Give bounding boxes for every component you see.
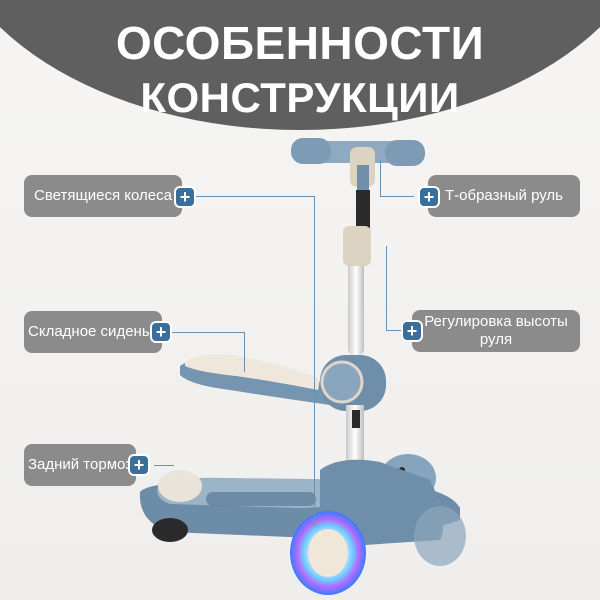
label-folding-seat-text: Складное сиденье [28, 323, 158, 340]
label-height-adjust-text: Регулировка высоты руля [424, 313, 568, 348]
label-height-adjust: Регулировка высоты руля [412, 310, 580, 352]
label-t-bar: Т-образный руль [428, 175, 580, 217]
t-bar-handle [291, 138, 425, 230]
connector-lights-v [314, 196, 315, 526]
plus-icon[interactable]: + [401, 320, 423, 342]
label-light-up-wheels-text: Светящиеся колеса [33, 187, 172, 204]
label-light-up-wheels: Светящиеся колеса [24, 175, 182, 217]
label-rear-brake-text: Задний тормоз [27, 456, 133, 473]
plus-icon[interactable]: + [174, 186, 196, 208]
label-t-bar-text: Т-образный руль [444, 187, 563, 204]
light-up-wheel [290, 511, 366, 595]
connector-brake [154, 465, 174, 466]
connector-seat-v [244, 332, 245, 372]
connector-height-v [386, 246, 387, 330]
connector-tbar-v [380, 160, 381, 196]
title-line-2: КОНСТРУКЦИИ [140, 74, 460, 121]
connector-height [386, 330, 404, 331]
title-line-1: ОСОБЕННОСТИ [115, 17, 485, 69]
foldable-seat [180, 354, 386, 411]
plus-icon[interactable]: + [128, 454, 150, 476]
rear-wheel [152, 518, 188, 542]
connector-tbar [380, 196, 414, 197]
label-rear-brake: Задний тормоз [24, 444, 136, 486]
plus-icon[interactable]: + [150, 321, 172, 343]
rear-brake [158, 470, 202, 502]
connector-lights [196, 196, 314, 197]
connector-seat [172, 332, 244, 333]
height-adjust-clamp [343, 226, 371, 266]
label-folding-seat: Складное сиденье [24, 311, 162, 353]
plus-icon[interactable]: + [418, 186, 440, 208]
